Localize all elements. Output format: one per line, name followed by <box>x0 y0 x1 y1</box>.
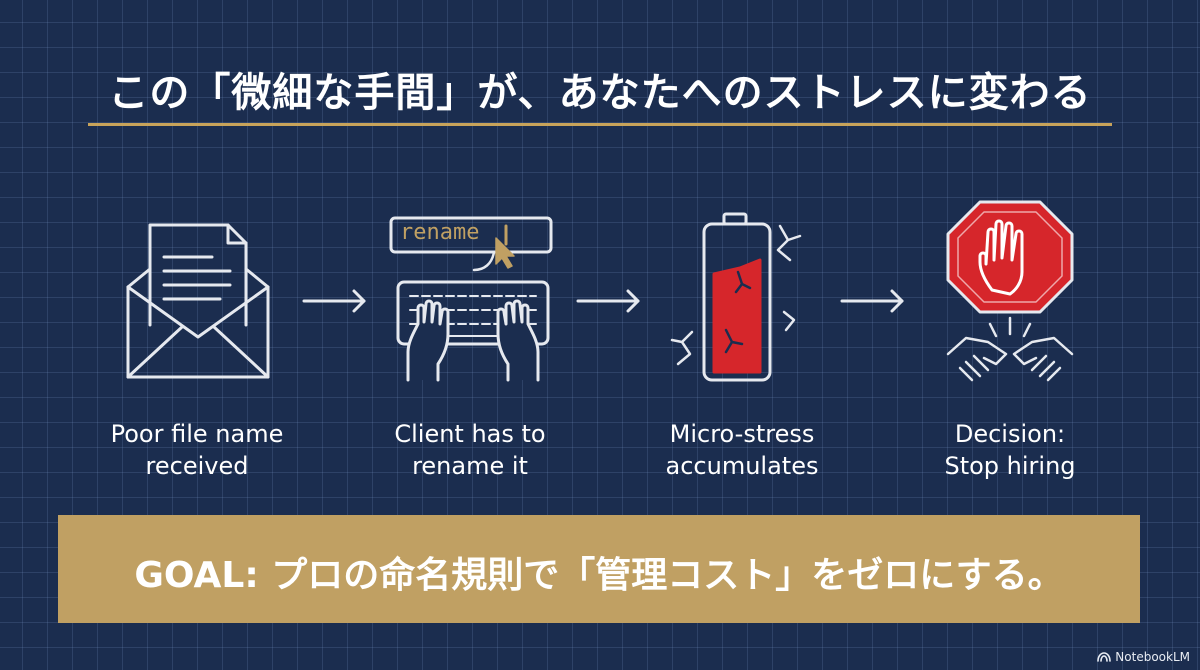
battery-icon <box>670 212 802 382</box>
envelope-icon <box>126 223 270 379</box>
hands-icon <box>406 299 540 382</box>
title-underline <box>88 123 1112 126</box>
brand-name: NotebookLM <box>1115 650 1190 664</box>
stop-sign-icon <box>946 200 1074 382</box>
keyboard-icon <box>396 280 550 346</box>
step-label-micro-stress: Micro-stress accumulates <box>665 420 819 480</box>
rename-input-text: rename <box>400 220 480 245</box>
arrow-right-icon <box>302 289 366 313</box>
goal-text: GOAL: プロの命名規則で「管理コスト」をゼロにする。 <box>134 555 1064 596</box>
step-label-poor-file-name: Poor file name received <box>110 420 284 480</box>
notebooklm-logo-icon <box>1097 652 1112 662</box>
brand-watermark: NotebookLM <box>1097 650 1190 664</box>
goal-banner: GOAL: プロの命名規則で「管理コスト」をゼロにする。 <box>58 515 1140 623</box>
arrow-right-icon <box>840 289 904 313</box>
rename-step-icon: rename <box>388 212 558 388</box>
step-label-client-rename: Client has to rename it <box>394 420 546 480</box>
arrow-right-icon <box>576 289 640 313</box>
broken-handshake-icon <box>946 316 1074 382</box>
rename-input-box <box>389 216 553 254</box>
step-label-decision: Decision: Stop hiring <box>944 420 1076 480</box>
page-title: この「微細な手間」が、あなたへのストレスに変わる <box>108 70 1092 116</box>
